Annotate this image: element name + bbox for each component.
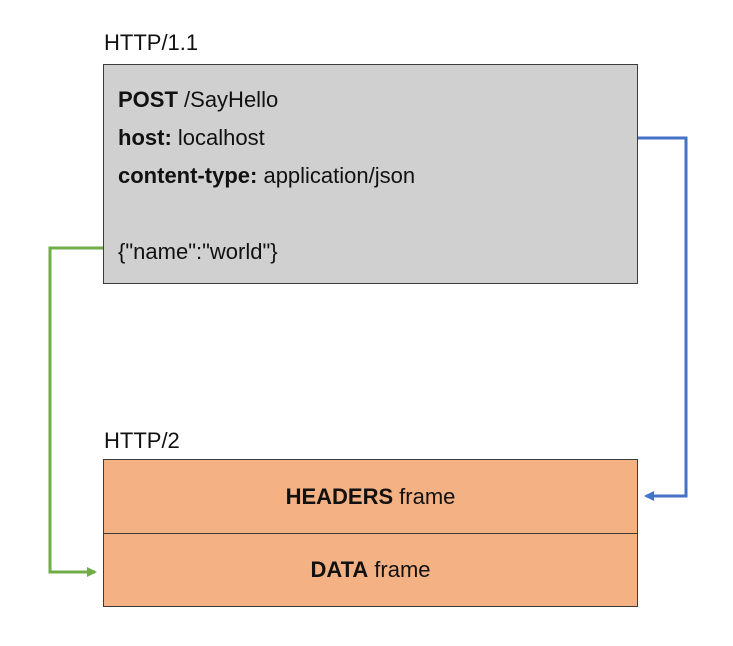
data-frame-name: DATA bbox=[310, 557, 369, 582]
headers-mapping-arrow bbox=[638, 136, 688, 501]
request-body-json: {"name":"world"} bbox=[118, 239, 278, 264]
request-body: {"name":"world"} bbox=[118, 239, 637, 277]
headers-frame: HEADERS frame bbox=[104, 460, 637, 533]
content-type-header-line: content-type: application/json bbox=[118, 163, 637, 201]
headers-frame-name: HEADERS bbox=[285, 483, 394, 509]
data-frame: DATA frame bbox=[104, 533, 637, 606]
host-header-line: host: localhost bbox=[118, 125, 637, 163]
request-line: POST /SayHello bbox=[118, 87, 637, 125]
content-type-header-value: application/json bbox=[263, 163, 416, 188]
request-method: POST bbox=[118, 87, 178, 112]
http2-label: HTTP/2 bbox=[104, 428, 180, 453]
http2-frames-box: HEADERS frame DATA frame bbox=[103, 459, 638, 607]
http11-label: HTTP/1.1 bbox=[104, 30, 199, 55]
headers-frame-suffix: frame bbox=[399, 483, 456, 509]
data-mapping-arrow bbox=[48, 246, 103, 577]
content-type-header-key: content-type: bbox=[118, 163, 258, 188]
request-path: /SayHello bbox=[184, 87, 279, 112]
http11-request-box: POST /SayHello host: localhost content-t… bbox=[103, 64, 638, 284]
data-frame-suffix: frame bbox=[374, 557, 431, 582]
host-header-key: host: bbox=[118, 125, 172, 150]
host-header-value: localhost bbox=[177, 125, 265, 150]
